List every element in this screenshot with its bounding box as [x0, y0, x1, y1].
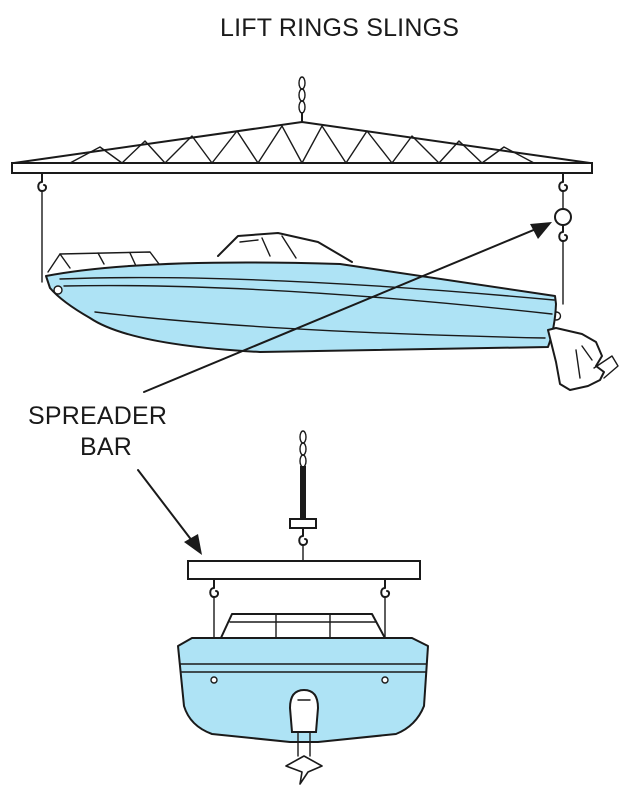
- boat-side-view: [45, 232, 562, 353]
- truss-spreader-bar: [11, 121, 593, 174]
- spreader-label-line1: SPREADER: [28, 402, 168, 430]
- boat-end-view: [177, 613, 429, 785]
- lift-ring: [554, 172, 572, 305]
- bottom-crane-chain: [289, 430, 317, 562]
- lift-rings-slings-label: LIFT RINGS SLINGS: [220, 14, 460, 42]
- left-sling-hook: [37, 172, 48, 283]
- top-crane-chain: [298, 76, 306, 122]
- outboard-motor: [547, 327, 619, 391]
- spreader-label-line2: BAR: [80, 433, 133, 461]
- spreader-pointer-arrow: [143, 222, 552, 393]
- spreader-bar: [187, 560, 421, 580]
- spreader-bar-pointer-arrow: [137, 469, 202, 555]
